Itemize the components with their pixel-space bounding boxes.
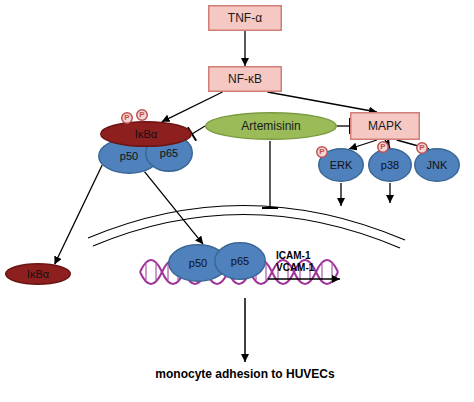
rect-shape xyxy=(209,6,282,31)
phospho-circle: P xyxy=(136,109,148,121)
kinase-ellipse: p38 xyxy=(368,148,412,182)
ellipse-shape xyxy=(317,147,328,158)
ellipse-shape xyxy=(417,143,428,154)
node-text: TNF-α xyxy=(228,12,262,24)
node-text: P xyxy=(319,148,324,156)
gene-label: VCAM-1 xyxy=(276,262,336,273)
phospho-circle: P xyxy=(121,112,133,124)
ellipse-shape xyxy=(6,264,71,285)
node-text: Artemisinin xyxy=(241,120,300,132)
inhibition-connector xyxy=(337,125,350,126)
node-text: p50 xyxy=(120,151,138,162)
arrow-connector xyxy=(55,165,103,265)
ellipse-shape xyxy=(206,113,337,140)
drug-ellipse: Artemisinin xyxy=(205,112,337,140)
arrow-connector xyxy=(145,172,204,245)
ellipse-shape xyxy=(146,135,193,172)
node-text: P xyxy=(139,111,144,119)
inhibition-connector xyxy=(192,126,205,134)
node-text: p38 xyxy=(381,160,399,171)
phospho-circle: P xyxy=(377,141,389,153)
outcome-label: monocyte adhesion to HUVECs xyxy=(120,368,370,381)
ellipse-shape xyxy=(122,113,133,124)
node-text: P xyxy=(419,144,424,152)
rect-shape xyxy=(351,113,420,140)
protein-ellipse: p65 xyxy=(214,242,266,280)
arrow-connector xyxy=(244,31,245,66)
node-text: p65 xyxy=(231,256,249,267)
node-text: ERK xyxy=(330,160,353,171)
node-text: NF-κB xyxy=(228,73,262,85)
ellipse-shape xyxy=(101,122,192,147)
outcome-arrow xyxy=(244,298,246,362)
signal-arrow xyxy=(389,183,390,203)
arrow-connector xyxy=(162,92,223,122)
ellipse-shape xyxy=(137,110,148,121)
protein-ellipse: IκBα xyxy=(100,121,192,147)
node-text: IκBα xyxy=(135,129,157,140)
node-text: MAPK xyxy=(368,120,402,132)
stimulus-box: TNF-α xyxy=(208,5,282,31)
arrow-connector xyxy=(268,92,377,112)
node-text: p65 xyxy=(160,148,178,159)
phospho-circle: P xyxy=(316,146,328,158)
ellipse-shape xyxy=(378,142,389,153)
gene-label: ICAM-1 xyxy=(276,250,336,261)
node-text: JNK xyxy=(427,160,448,171)
kinase-box: MAPK xyxy=(350,112,420,140)
node-text: IκBα xyxy=(27,269,49,280)
transcription-arrow xyxy=(268,278,340,280)
arrow-connector xyxy=(349,140,377,149)
node-text: P xyxy=(380,143,385,151)
nuclear-membrane xyxy=(88,205,405,240)
node-text: P xyxy=(124,114,129,122)
ellipse-shape xyxy=(369,149,412,182)
signal-arrow xyxy=(340,183,341,206)
phospho-circle: P xyxy=(416,142,428,154)
node-text: p50 xyxy=(189,258,207,269)
inhibition-line xyxy=(269,141,270,208)
ellipse-shape xyxy=(415,149,460,182)
ellipse-shape xyxy=(215,243,266,280)
rect-shape xyxy=(209,67,282,92)
factor-box: NF-κB xyxy=(208,66,282,92)
ellipse-shape xyxy=(319,149,364,182)
protein-ellipse: IκBα xyxy=(5,263,71,285)
